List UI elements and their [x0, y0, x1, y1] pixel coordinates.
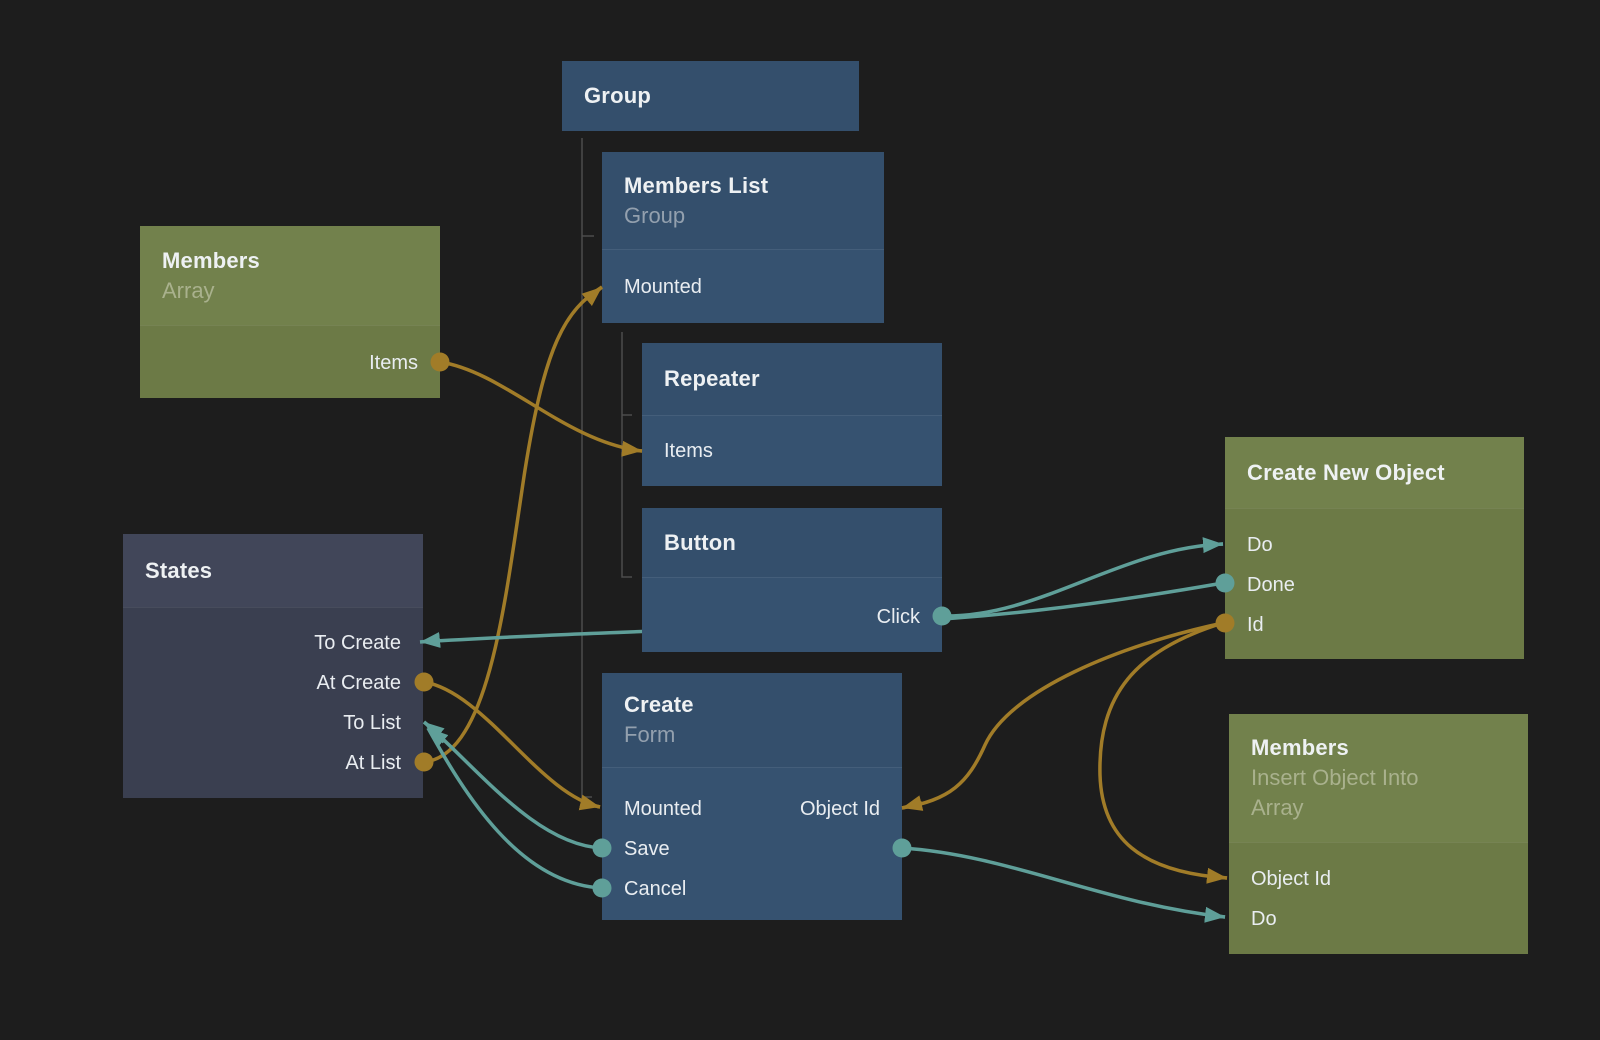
node-title: Create	[624, 692, 694, 717]
port-label: Cancel	[624, 877, 687, 900]
port-cancel[interactable]: Cancel	[602, 869, 902, 909]
node-title: Members	[1251, 735, 1349, 760]
wire-cancel-to-to-list[interactable]	[426, 727, 603, 890]
node-create-form[interactable]: Create Form Mounted Object Id Save Cance…	[602, 673, 902, 920]
node-title: Members List	[624, 172, 769, 198]
node-title: Members	[162, 247, 260, 273]
node-group[interactable]: Group	[562, 61, 859, 131]
wire-click-to-cno-do[interactable]	[941, 542, 1224, 618]
node-title: Button	[664, 529, 737, 555]
wire-at-create-to-create-mounted[interactable]	[423, 680, 601, 809]
port-label: Save	[624, 837, 670, 860]
port-label: Object Id	[1251, 867, 1332, 890]
node-title: Group	[584, 83, 651, 108]
port-save[interactable]: Save	[602, 829, 902, 869]
port-label: Do	[1251, 907, 1277, 930]
port-label: To List	[343, 711, 401, 734]
port-label: Items	[369, 351, 418, 374]
port-items[interactable]: Items	[140, 343, 440, 383]
wire-members-items-to-repeater-items[interactable]	[439, 360, 643, 453]
node-title: Repeater	[664, 366, 760, 391]
node-subtitle: Form	[624, 722, 676, 747]
node-members-insert[interactable]: Members Insert Object Into Array Object …	[1229, 714, 1528, 954]
wire-cno-id-to-create-object-id[interactable]	[901, 621, 1224, 810]
port-label: Id	[1247, 613, 1264, 636]
node-subtitle: Insert Object Into Array	[1251, 765, 1419, 820]
wire-save-to-to-list[interactable]	[422, 720, 603, 850]
port-object-id[interactable]: Object Id	[1229, 859, 1528, 899]
node-create-new-object[interactable]: Create New Object Do Done Id	[1225, 437, 1524, 659]
tree-line-members-list-children	[621, 332, 632, 578]
tree-line-group-children	[581, 138, 592, 798]
port-label: At Create	[316, 671, 401, 694]
port-to-create[interactable]: To Create	[123, 623, 423, 663]
port-items[interactable]: Items	[642, 431, 942, 471]
node-members-array[interactable]: Members Array Items	[140, 226, 440, 398]
node-title: Create New Object	[1247, 459, 1445, 485]
port-done[interactable]: Done	[1225, 565, 1524, 605]
port-do[interactable]: Do	[1229, 899, 1528, 939]
node-subtitle: Group	[624, 202, 686, 228]
node-title: States	[145, 557, 213, 583]
port-label: Mounted	[624, 275, 702, 298]
port-label: To Create	[314, 631, 401, 654]
wire-at-list-to-members-list-mounted[interactable]	[423, 285, 603, 764]
port-label: Done	[1247, 573, 1295, 596]
port-mounted[interactable]: Mounted	[624, 797, 702, 820]
node-button[interactable]: Button Click	[642, 508, 942, 652]
port-click[interactable]: Click	[642, 597, 942, 637]
node-states[interactable]: States To Create At Create To List At Li…	[123, 534, 423, 798]
port-object-id[interactable]: Object Id	[799, 797, 880, 820]
port-at-create[interactable]: At Create	[123, 663, 423, 703]
wire-cno-id-to-members-object-id[interactable]	[1098, 621, 1228, 880]
port-label: Click	[876, 605, 920, 628]
port-label: At List	[345, 751, 401, 774]
port-to-list[interactable]: To List	[123, 703, 423, 743]
node-members-list[interactable]: Members List Group Mounted	[602, 152, 884, 323]
node-repeater[interactable]: Repeater Items	[642, 343, 942, 486]
node-subtitle: Array	[162, 277, 215, 303]
port-mounted[interactable]: Mounted	[602, 267, 884, 307]
port-label: Do	[1247, 533, 1273, 556]
port-do[interactable]: Do	[1225, 525, 1524, 565]
port-label: Items	[664, 439, 713, 462]
port-at-list[interactable]: At List	[123, 743, 423, 783]
port-id[interactable]: Id	[1225, 605, 1524, 645]
wire-save-to-members-do[interactable]	[901, 846, 1226, 919]
